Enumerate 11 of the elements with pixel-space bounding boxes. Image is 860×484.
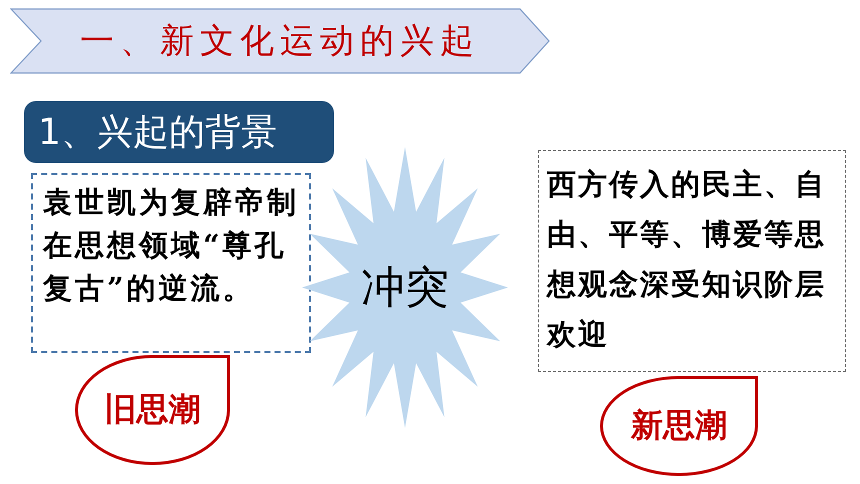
teardrop-label: 旧思潮 <box>104 389 200 430</box>
title-text: 一、新文化运动的兴起 <box>80 20 480 63</box>
heading-box <box>24 101 334 163</box>
title-banner <box>10 8 550 74</box>
heading-text: 1、兴起的背景 <box>38 110 277 154</box>
paragraph-text: 袁世凯为复辟帝制在思想领域“尊孔复古”的逆流。 <box>43 185 299 305</box>
text-box <box>538 150 846 372</box>
text-box <box>31 173 311 353</box>
teardrop-label: 新思潮 <box>631 405 727 446</box>
paragraph-text: 西方传入的民主、自由、平等、博爱等思想观念深受知识阶层欢迎 <box>547 167 826 351</box>
starburst-label: 冲突 <box>361 261 449 315</box>
